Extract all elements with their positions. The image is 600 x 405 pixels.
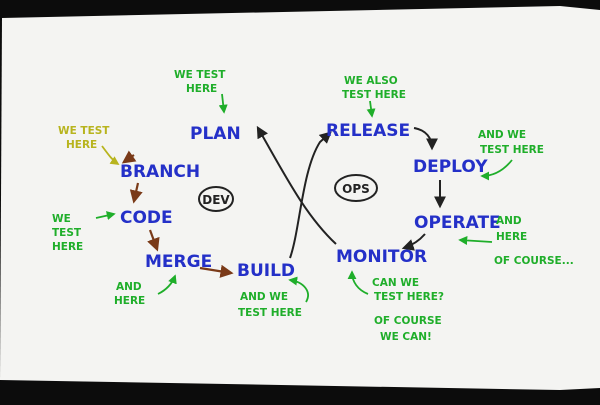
note-line: CAN WE [372, 277, 419, 289]
dev-circle [198, 186, 234, 212]
note-line: WE [52, 213, 71, 225]
code-to-merge-arrow [147, 229, 160, 252]
note-deploy: AND WE TEST HERE [478, 129, 544, 181]
stage-monitor: MONITOR [336, 247, 427, 267]
note-line: HERE [114, 295, 145, 307]
stage-code: CODE [120, 208, 173, 228]
note-line: WE CAN! [380, 331, 432, 343]
note-line: WE TEST [58, 125, 110, 137]
plan-to-branch-arrow [121, 150, 137, 164]
stage-build: BUILD [237, 261, 295, 281]
build-to-release-arrow [289, 131, 332, 259]
ops-label: OPS [342, 182, 370, 196]
stage-plan: PLAN [190, 124, 241, 144]
note-line: WE ALSO [344, 75, 398, 87]
note-monitor: CAN WE TEST HERE? OF COURSE WE CAN! [347, 270, 444, 343]
note-line: AND WE [240, 291, 288, 303]
stage-branch: BRANCH [120, 162, 200, 182]
note-operate: AND HERE OF COURSE... [458, 215, 574, 267]
note-line: HERE [52, 241, 83, 253]
ops-circle [334, 174, 378, 202]
note-line: OF COURSE [374, 315, 442, 327]
stage-deploy: DEPLOY [413, 157, 488, 177]
note-line: AND [116, 281, 142, 293]
release-to-deploy-arrow [413, 127, 438, 151]
note-merge-arrow [157, 274, 177, 295]
note-line: HERE [66, 139, 97, 151]
note-line: TEST HERE [480, 144, 544, 156]
note-code: WE TEST HERE [52, 211, 116, 253]
stage-merge: MERGE [145, 252, 212, 272]
note-operate-arrow [458, 235, 493, 245]
note-line: AND [496, 215, 522, 227]
note-build: AND WE TEST HERE [238, 276, 309, 319]
note-line: HERE [496, 231, 527, 243]
note-line: OF COURSE... [494, 255, 574, 267]
note-line: HERE [186, 83, 217, 95]
note-code-arrow [95, 211, 116, 220]
dev-label: DEV [202, 193, 230, 207]
note-line: TEST [52, 227, 82, 239]
branch-to-code-arrow [129, 182, 143, 204]
note-merge: AND HERE [114, 274, 177, 307]
stage-release: RELEASE [326, 121, 410, 141]
note-monitor-arrow [347, 270, 369, 295]
note-branch-arrow [101, 145, 120, 165]
merge-to-build-arrow [199, 264, 234, 278]
note-plan-arrow [218, 93, 228, 114]
operate-to-monitor-arrow [401, 233, 426, 251]
note-line: TEST HERE [342, 89, 406, 101]
note-build-arrow [288, 276, 309, 303]
note-branch: WE TEST HERE [58, 125, 120, 165]
monitor-to-plan-arrow [256, 125, 337, 245]
note-plan: WE TEST HERE [174, 69, 228, 114]
note-release: WE ALSO TEST HERE [342, 75, 406, 118]
note-line: WE TEST [174, 69, 226, 81]
stage-operate: OPERATE [414, 213, 501, 233]
note-deploy-arrow [480, 159, 513, 181]
note-line: TEST HERE [238, 307, 302, 319]
note-line: AND WE [478, 129, 526, 141]
note-release-arrow [366, 100, 376, 118]
note-line: TEST HERE? [374, 291, 444, 303]
